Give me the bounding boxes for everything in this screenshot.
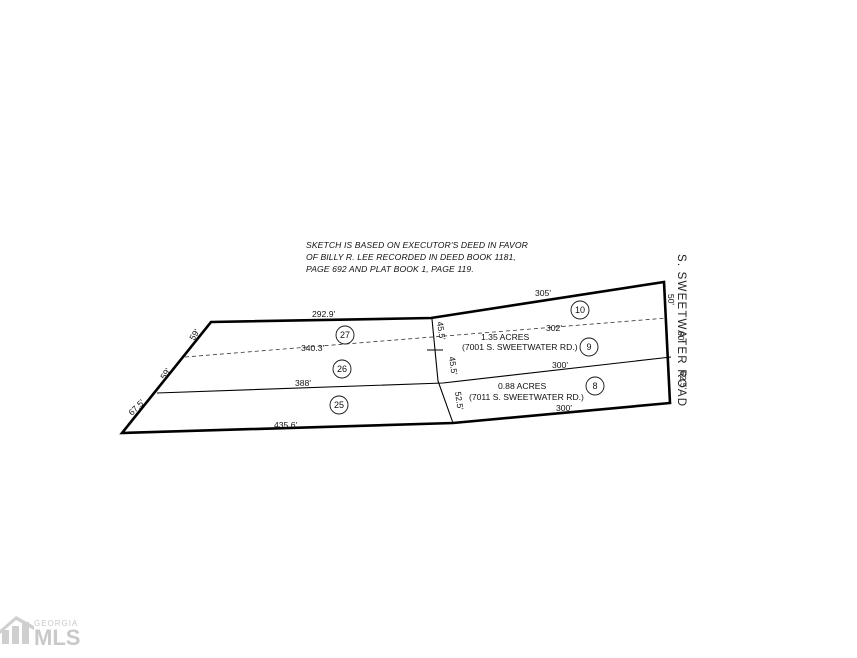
lot-circle (579, 337, 599, 357)
deed-note-line-1: SKETCH IS BASED ON EXECUTOR'S DEED IN FA… (306, 240, 528, 250)
original-lot-line (184, 317, 668, 358)
dim-west-middle: 59' (158, 366, 173, 381)
dim-bottom-right: 300' (556, 403, 572, 413)
deed-note-line-2: OF BILLY R. LEE RECORDED IN DEED BOOK 11… (306, 252, 516, 262)
deed-note-line-3: PAGE 692 AND PLAT BOOK 1, PAGE 119. (306, 264, 474, 274)
parcel-2-address: (7011 S. SWEETWATER RD.) (469, 392, 584, 402)
deed-note: SKETCH IS BASED ON EXECUTOR'S DEED IN FA… (306, 240, 528, 274)
dim-divider-left: 388' (295, 378, 311, 388)
dim-dashed-right: 302' (546, 323, 562, 333)
lot-circle (585, 376, 605, 396)
parcel-divider-line (156, 356, 672, 394)
dim-east-lower: 62.5' (678, 371, 689, 390)
road-label: S. SWEETWATER ROAD (675, 254, 687, 407)
mid-boundary-line (431, 318, 454, 424)
dim-mid-top: 45.5' (435, 321, 448, 341)
lot-number: 26 (337, 364, 347, 374)
dim-west-upper: 59' (187, 327, 202, 342)
dim-bottom-left: 435.6' (274, 420, 298, 430)
parcel-labels: 1.35 ACRES (7001 S. SWEETWATER RD.) 0.88… (462, 332, 584, 402)
logo-brand-small: GEORGIA (34, 619, 78, 628)
lot-marker-9: 9 (579, 337, 599, 357)
lot-marker-25: 25 (329, 395, 349, 415)
logo-brand-large: MLS (34, 625, 80, 650)
dim-top-left: 292.9' (312, 309, 336, 319)
dim-east-middle: 60' (676, 331, 686, 343)
georgia-mls-logo: GEORGIA MLS (0, 616, 80, 650)
lot-marker-8: 8 (585, 376, 605, 396)
lot-circle (329, 395, 349, 415)
dim-east-upper: 50' (666, 294, 676, 306)
logo-house-icon (0, 616, 34, 644)
lot-number: 10 (575, 305, 585, 315)
lot-markers: 27 26 25 10 9 8 (329, 300, 605, 415)
property-boundary (119, 280, 672, 435)
lot-marker-10: 10 (570, 300, 590, 320)
lot-number: 25 (334, 400, 344, 410)
parcel-1-address: (7001 S. SWEETWATER RD.) (462, 342, 578, 352)
dim-mid-lower: 52.5' (453, 391, 466, 411)
dim-top-right: 305' (535, 288, 551, 298)
lot-circle (332, 359, 352, 379)
lot-number: 9 (586, 342, 591, 352)
lot-circle (570, 300, 590, 320)
dim-mid-middle: 45.5' (447, 356, 460, 376)
dim-divider-right: 300' (552, 360, 568, 370)
lot-marker-27: 27 (335, 325, 355, 345)
dimension-labels: 292.9' 305' 59' 59' 67.5' 50' 60' 62.5' … (126, 288, 688, 430)
parcel-2-acres: 0.88 ACRES (498, 381, 547, 391)
lot-circle (335, 325, 355, 345)
lot-number: 8 (592, 381, 597, 391)
lot-number: 27 (340, 330, 350, 340)
lot-marker-26: 26 (332, 359, 352, 379)
dim-dashed-left: 340.3' (301, 343, 325, 353)
parcel-1-acres: 1.35 ACRES (481, 332, 530, 342)
